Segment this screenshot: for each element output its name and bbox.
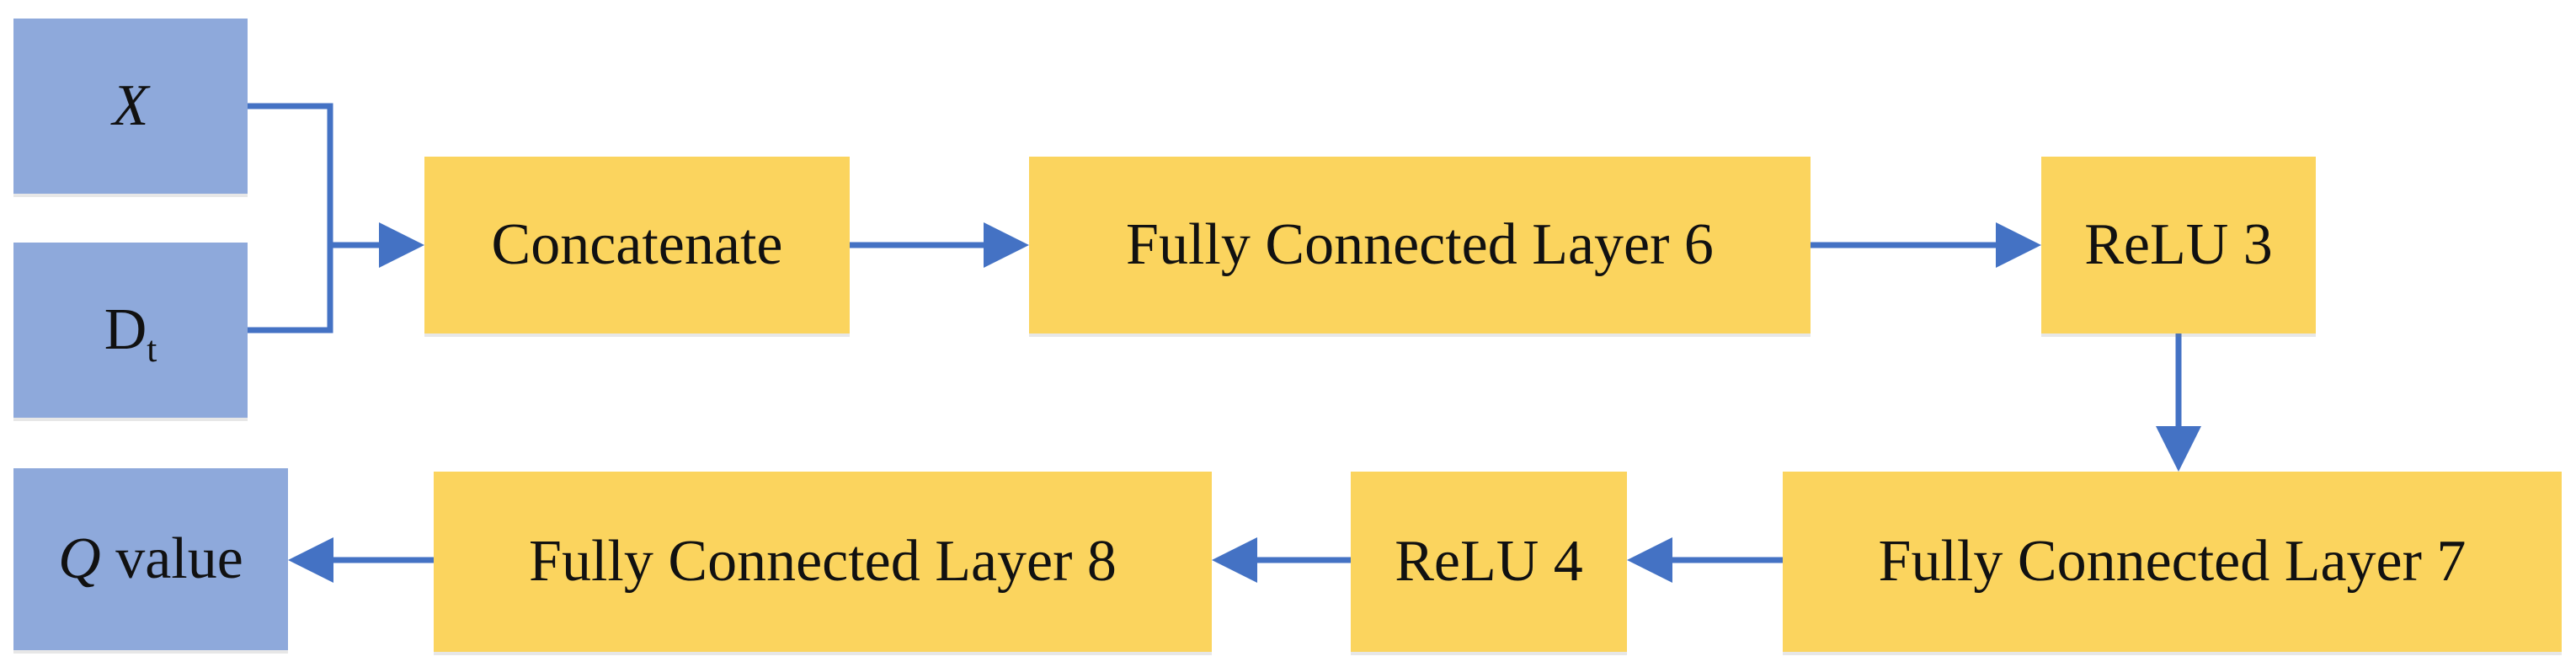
- node-concatenate-label: Concatenate: [491, 212, 783, 277]
- node-q-value: Q value: [13, 468, 288, 650]
- node-input-x-label: X: [112, 73, 149, 138]
- arrow-relu4-to-fc8: [1212, 537, 1351, 583]
- arrowhead-left: [1627, 537, 1672, 583]
- node-input-dt-label: Dt: [104, 297, 157, 370]
- node-fully-connected-layer-6: Fully Connected Layer 6: [1029, 157, 1811, 334]
- node-input-dt: Dt: [13, 243, 248, 418]
- node-relu-4: ReLU 4: [1351, 472, 1627, 652]
- arrow-fc7-to-relu4: [1627, 537, 1783, 583]
- arrow-fc8-to-q: [288, 537, 434, 583]
- node-q-value-label: Q value: [58, 526, 243, 591]
- arrowhead-left: [1212, 537, 1257, 583]
- node-relu-3: ReLU 3: [2041, 157, 2316, 334]
- arrowhead-right: [984, 222, 1029, 268]
- node-input-x: X: [13, 19, 248, 194]
- node-concatenate: Concatenate: [424, 157, 850, 334]
- arrow-concatenate-to-fc6: [850, 222, 1029, 268]
- arrow-fc6-to-relu3: [1811, 222, 2041, 268]
- arrowhead-down: [2156, 426, 2201, 472]
- arrowhead-right: [1996, 222, 2041, 268]
- node-fully-connected-layer-8: Fully Connected Layer 8: [434, 472, 1212, 652]
- arrowhead-left: [288, 537, 333, 583]
- node-fully-connected-layer-7: Fully Connected Layer 7: [1783, 472, 2562, 652]
- connector-x-dt-merge: [248, 103, 424, 334]
- arrowhead-right: [379, 222, 424, 268]
- node-fc6-label: Fully Connected Layer 6: [1126, 212, 1714, 277]
- node-fc7-label: Fully Connected Layer 7: [1878, 529, 2467, 594]
- arrow-relu3-to-fc7: [2156, 334, 2201, 472]
- node-relu3-label: ReLU 3: [2084, 212, 2273, 277]
- node-relu4-label: ReLU 4: [1395, 529, 1583, 594]
- node-fc8-label: Fully Connected Layer 8: [529, 529, 1117, 594]
